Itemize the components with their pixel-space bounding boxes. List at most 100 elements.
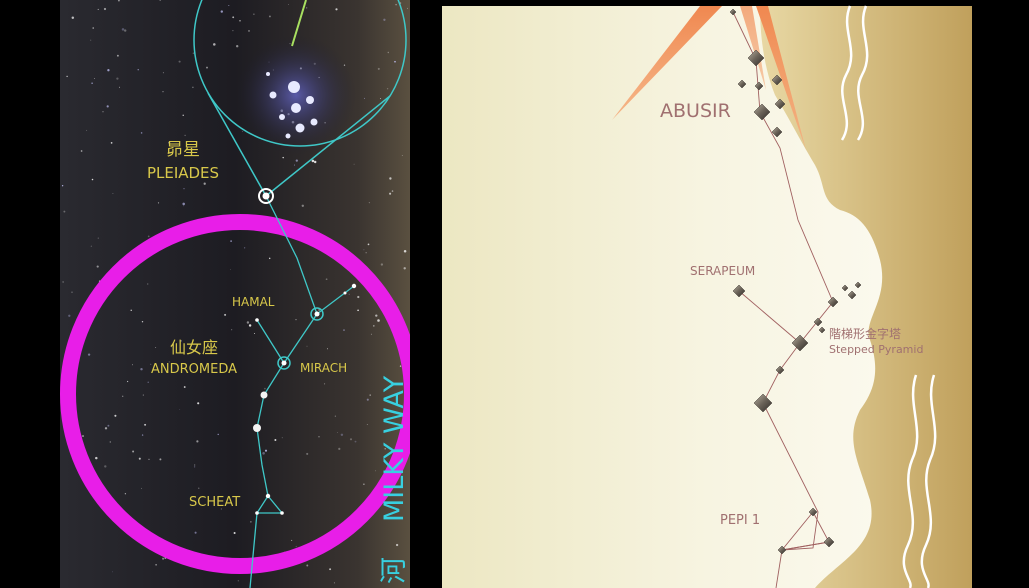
- background-star: [155, 347, 157, 348]
- background-star: [116, 77, 119, 80]
- map-panel: ABUSIR SERAPEUM 階梯形金字塔 Stepped Pyramid P…: [442, 5, 972, 588]
- background-star: [147, 283, 149, 285]
- pleiades-marker: [258, 188, 274, 204]
- light-beam: [740, 6, 766, 90]
- background-star: [130, 309, 132, 311]
- pleiades-marker-core: [262, 192, 270, 200]
- background-star: [159, 458, 162, 461]
- background-star: [80, 150, 83, 152]
- background-star: [183, 386, 186, 388]
- background-star: [231, 329, 233, 331]
- pleiades-cluster: [266, 72, 318, 139]
- star: [260, 391, 268, 399]
- background-star: [207, 365, 209, 367]
- background-star: [403, 267, 406, 270]
- background-star: [248, 30, 250, 32]
- light-beam: [756, 6, 806, 150]
- star: [255, 511, 259, 515]
- background-star: [87, 353, 91, 356]
- background-star: [162, 91, 164, 93]
- background-star: [117, 0, 120, 2]
- background-star: [377, 67, 380, 70]
- background-star: [394, 60, 396, 63]
- background-star: [389, 177, 392, 180]
- background-star: [335, 8, 338, 11]
- background-star: [236, 45, 239, 48]
- river-wave: [902, 374, 919, 588]
- background-star: [291, 539, 293, 541]
- pleiades-star: [306, 96, 314, 104]
- background-star: [111, 571, 113, 573]
- pyramid-icon: [754, 81, 764, 91]
- river-wave: [920, 374, 937, 588]
- background-star: [66, 75, 68, 78]
- background-star: [206, 66, 208, 69]
- pleiades-star: [295, 123, 305, 133]
- background-star: [102, 111, 104, 113]
- star: [253, 424, 261, 432]
- background-star: [183, 205, 185, 207]
- stepped-pyramid-label: Stepped Pyramid: [829, 343, 923, 356]
- pyramid-icon: [771, 74, 783, 86]
- background-star: [262, 452, 265, 455]
- background-star: [241, 130, 243, 132]
- background-star: [244, 247, 246, 249]
- pyramid-icon: [774, 98, 786, 110]
- background-star: [233, 531, 236, 535]
- pleiades-star: [269, 91, 277, 99]
- background-star: [150, 363, 152, 365]
- background-star: [264, 387, 266, 390]
- background-star: [365, 252, 367, 254]
- background-star: [182, 202, 185, 206]
- background-star: [357, 309, 359, 312]
- background-star: [234, 371, 236, 373]
- background-star: [162, 557, 165, 560]
- background-star: [333, 582, 335, 584]
- background-star: [363, 249, 365, 251]
- pleiades-glow: [236, 35, 356, 155]
- background-star: [196, 440, 199, 443]
- background-star: [198, 487, 200, 489]
- background-star: [142, 394, 144, 396]
- background-star: [61, 185, 64, 187]
- background-star: [110, 142, 113, 144]
- background-star: [140, 487, 143, 489]
- background-star: [232, 29, 234, 32]
- background-star: [63, 210, 66, 213]
- background-star: [124, 29, 127, 32]
- pyramids: [729, 8, 862, 555]
- pyramid-icon: [847, 290, 857, 300]
- background-star: [253, 13, 255, 15]
- background-star: [148, 458, 150, 461]
- background-star: [179, 409, 181, 410]
- background-star: [367, 243, 370, 246]
- light-beam: [612, 6, 722, 120]
- background-star: [363, 483, 365, 485]
- background-star: [62, 281, 64, 283]
- background-star: [391, 190, 394, 192]
- pyramid-icon: [729, 8, 737, 16]
- sky-panel: 昴星 PLEIADES HAMAL 仙女座 ANDROMEDA MIRACH S…: [60, 0, 420, 588]
- background-star: [178, 60, 181, 63]
- background-star: [97, 8, 99, 10]
- background-star: [116, 54, 119, 57]
- background-star: [91, 178, 94, 181]
- background-star: [112, 193, 114, 194]
- background-star: [184, 134, 186, 137]
- background-star: [349, 438, 353, 441]
- background-star: [372, 325, 375, 327]
- background-star: [86, 129, 88, 131]
- background-star: [246, 321, 250, 324]
- background-star: [82, 435, 84, 437]
- background-star: [220, 508, 222, 510]
- background-star: [313, 160, 317, 164]
- zoom-connector-right: [265, 95, 391, 197]
- background-star: [114, 414, 117, 417]
- pleiades-label: PLEIADES: [147, 164, 219, 182]
- background-star: [147, 235, 150, 238]
- background-star: [370, 333, 372, 335]
- background-star: [366, 398, 369, 401]
- background-star: [368, 201, 371, 204]
- background-star: [281, 437, 283, 439]
- background-star: [132, 450, 135, 453]
